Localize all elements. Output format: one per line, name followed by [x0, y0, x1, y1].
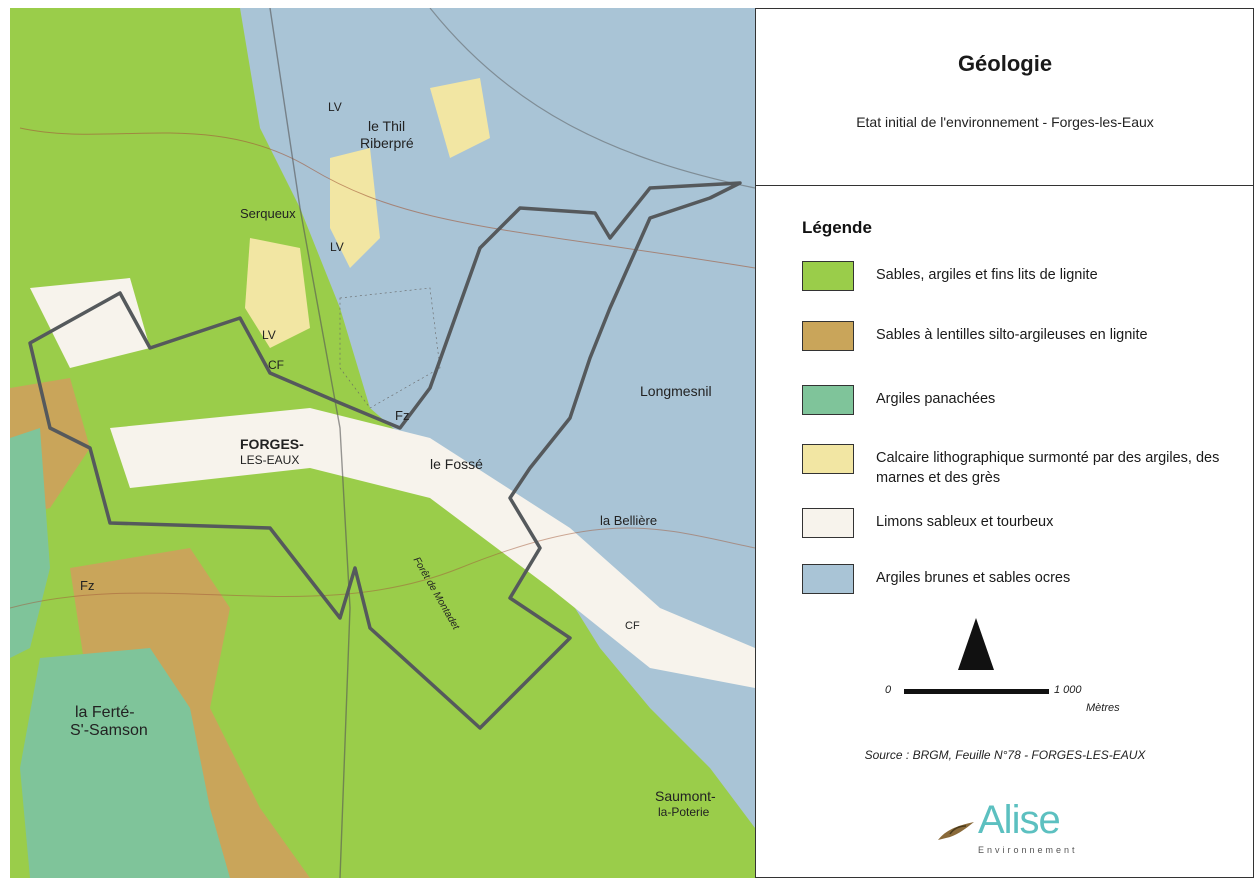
scale-start-label: 0 — [885, 684, 892, 696]
map-label-serqueux: Serqueux — [240, 206, 296, 221]
legend-label: Sables à lentilles silto-argileuses en l… — [876, 327, 1148, 343]
map-zone-argiles-panachees-2 — [20, 648, 230, 878]
map-label-lv-2: LV — [330, 240, 344, 254]
map-label-forges-2: LES-EAUX — [240, 453, 300, 467]
legend-swatch-argiles-brunes — [802, 564, 854, 594]
map-rail-line-2 — [429, 8, 755, 189]
legend-swatch-limons — [802, 508, 854, 538]
alise-logo: Alise Environnement — [936, 798, 1086, 858]
map-label-fz-2: Fz — [80, 578, 95, 593]
map-zone-argiles-panachees — [10, 428, 50, 658]
map-zone-calcaire-2 — [330, 148, 380, 268]
map-label-belliere: la Bellière — [600, 513, 658, 528]
map-label-lv-1: LV — [328, 100, 342, 114]
map-label-cf-1: CF — [268, 358, 284, 372]
legend-swatch-sables-argiles — [802, 261, 854, 291]
legend-swatch-calcaire — [802, 444, 854, 474]
map-label-ferte-2: S'-Samson — [70, 722, 148, 739]
map-label-fosse: le Fossé — [430, 456, 483, 472]
legend-swatch-argiles-panachees — [802, 385, 854, 415]
study-area-boundary — [28, 181, 742, 730]
legend-panel: Géologie Etat initial de l'environnement… — [756, 8, 1254, 878]
legend-item: Argiles brunes et sables ocres — [802, 564, 1242, 604]
map-label-riberpre: Riberpré — [360, 135, 414, 151]
legend-label: Calcaire lithographique surmonté par des… — [876, 450, 1220, 486]
bird-icon — [938, 822, 974, 840]
legend-label: Argiles brunes et sables ocres — [876, 570, 1071, 586]
north-arrow-icon — [958, 618, 994, 670]
map-label-forges: FORGES- — [240, 436, 304, 452]
legend-label: Limons sableux et tourbeux — [876, 514, 1054, 530]
scale-end-label: 1 000 — [1054, 684, 1082, 696]
map-canvas — [10, 8, 755, 878]
map-label-cf-2: CF — [625, 620, 640, 632]
legend-item: Argiles panachées — [802, 385, 1242, 425]
logo-tagline: Environnement — [978, 845, 1078, 855]
map-label-ferte: la Ferté- — [75, 704, 135, 721]
scale-unit-label: Mètres — [1086, 702, 1120, 714]
map-zone-limons — [110, 408, 755, 688]
scale-bar — [904, 689, 1049, 694]
source-credit: Source : BRGM, Feuille N°78 - FORGES-LES… — [864, 748, 1146, 762]
legend-item: Calcaire lithographique surmonté par des… — [802, 444, 1242, 486]
map-title: Géologie — [957, 51, 1053, 76]
legend-label: Sables, argiles et fins lits de lignite — [876, 267, 1098, 283]
map-label-lv-3: LV — [262, 328, 276, 342]
map-rail-line — [269, 8, 351, 878]
map-label-saumont-2: la-Poterie — [658, 805, 710, 819]
title-box: Géologie Etat initial de l'environnement… — [756, 8, 1254, 186]
logo-name: Alise — [978, 798, 1061, 842]
map-road-1 — [19, 127, 755, 269]
legend-item: Limons sableux et tourbeux — [802, 508, 1242, 548]
map-zone-calcaire — [245, 238, 310, 348]
map-hatch-zone — [339, 287, 441, 409]
legend-title: Légende — [802, 218, 872, 237]
map-label-thil: le Thil — [368, 118, 406, 134]
legend-swatch-sables-lentilles — [802, 321, 854, 351]
map-zone-limons-2 — [30, 278, 150, 368]
geology-map[interactable]: FORGES- LES-EAUX Serqueux le Thil Riberp… — [10, 8, 756, 878]
map-label-saumont: Saumont- — [655, 788, 716, 804]
map-label-longmesnil: Longmesnil — [640, 383, 712, 399]
map-subtitle: Etat initial de l'environnement - Forges… — [856, 114, 1154, 130]
map-road-2 — [10, 527, 755, 609]
map-zone-calcaire-3 — [430, 78, 490, 158]
legend-label: Argiles panachées — [876, 391, 996, 407]
legend-item: Sables à lentilles silto-argileuses en l… — [802, 321, 1242, 361]
legend-item: Sables, argiles et fins lits de lignite — [802, 261, 1242, 301]
map-label-fz-1: Fz — [395, 408, 410, 423]
